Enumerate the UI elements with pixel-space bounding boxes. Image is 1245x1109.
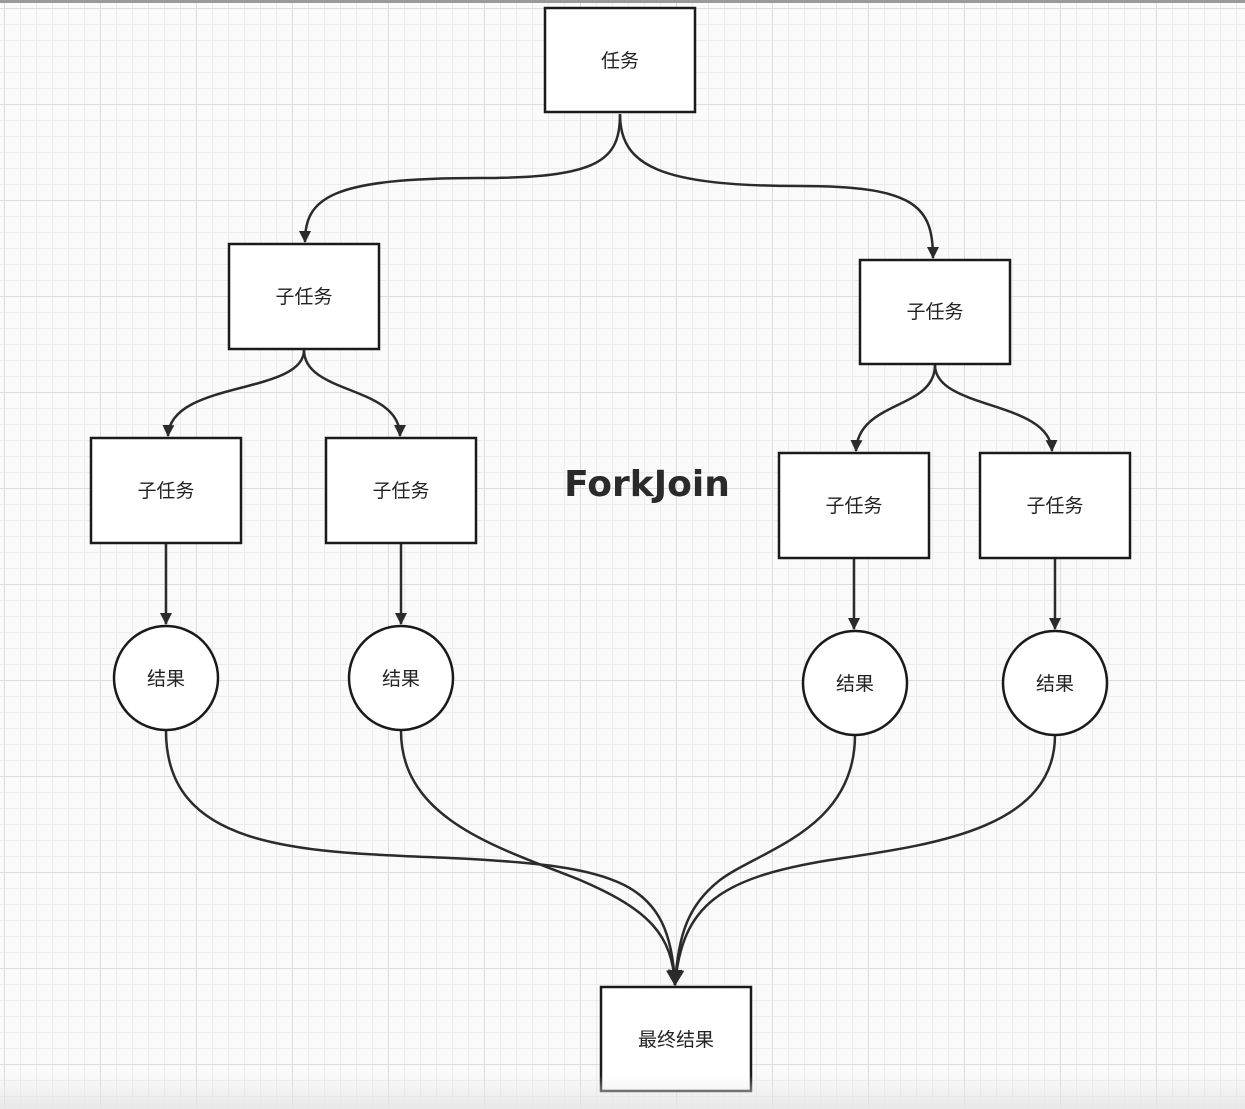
- node-subtask-lr[interactable]: 子任务: [324, 436, 478, 545]
- node-subtask-left[interactable]: 子任务: [227, 242, 381, 351]
- node-subtask-rr-label: 子任务: [1026, 495, 1083, 517]
- node-task-label: 任务: [601, 50, 639, 72]
- node-result-rr[interactable]: 结果: [1001, 629, 1109, 737]
- node-result-ll[interactable]: 结果: [112, 624, 220, 732]
- node-result-rr-label: 结果: [1036, 673, 1074, 695]
- edge-task-to-subtask-right: [618, 113, 939, 259]
- window-top-border: [0, 0, 1245, 3]
- edge-result-lr-to-final: [399, 730, 683, 987]
- node-final-result[interactable]: 最终结果: [599, 985, 753, 1093]
- edge-result-ll-to-final: [164, 730, 683, 987]
- node-task[interactable]: 任务: [543, 6, 697, 114]
- diagram-title: ForkJoin: [564, 464, 730, 505]
- node-subtask-rl-label: 子任务: [825, 495, 882, 517]
- node-final-result-label: 最终结果: [638, 1029, 714, 1051]
- node-result-lr[interactable]: 结果: [347, 624, 455, 732]
- node-subtask-rl[interactable]: 子任务: [777, 451, 931, 560]
- node-subtask-lr-label: 子任务: [372, 480, 429, 502]
- node-result-lr-label: 结果: [382, 668, 420, 690]
- node-result-rl[interactable]: 结果: [801, 629, 909, 737]
- edge-subtask-left-to-lr: [302, 349, 406, 437]
- node-subtask-right[interactable]: 子任务: [858, 258, 1012, 366]
- edge-result-rr-to-final: [668, 734, 1057, 987]
- edge-task-to-subtask-left: [299, 113, 622, 243]
- node-result-rl-label: 结果: [836, 673, 874, 695]
- node-subtask-ll[interactable]: 子任务: [89, 436, 243, 545]
- node-result-ll-label: 结果: [147, 668, 185, 690]
- node-subtask-ll-label: 子任务: [137, 480, 194, 502]
- edge-subtask-right-to-rl: [850, 364, 937, 452]
- edge-subtask-left-to-ll: [162, 349, 306, 437]
- edge-result-rl-to-final: [667, 734, 857, 987]
- node-subtask-rr[interactable]: 子任务: [978, 451, 1132, 560]
- bottom-scroll-shadow: [0, 1075, 1245, 1109]
- node-subtask-right-label: 子任务: [906, 301, 963, 323]
- edge-subtask-right-to-rr: [933, 364, 1058, 452]
- node-subtask-left-label: 子任务: [275, 286, 332, 308]
